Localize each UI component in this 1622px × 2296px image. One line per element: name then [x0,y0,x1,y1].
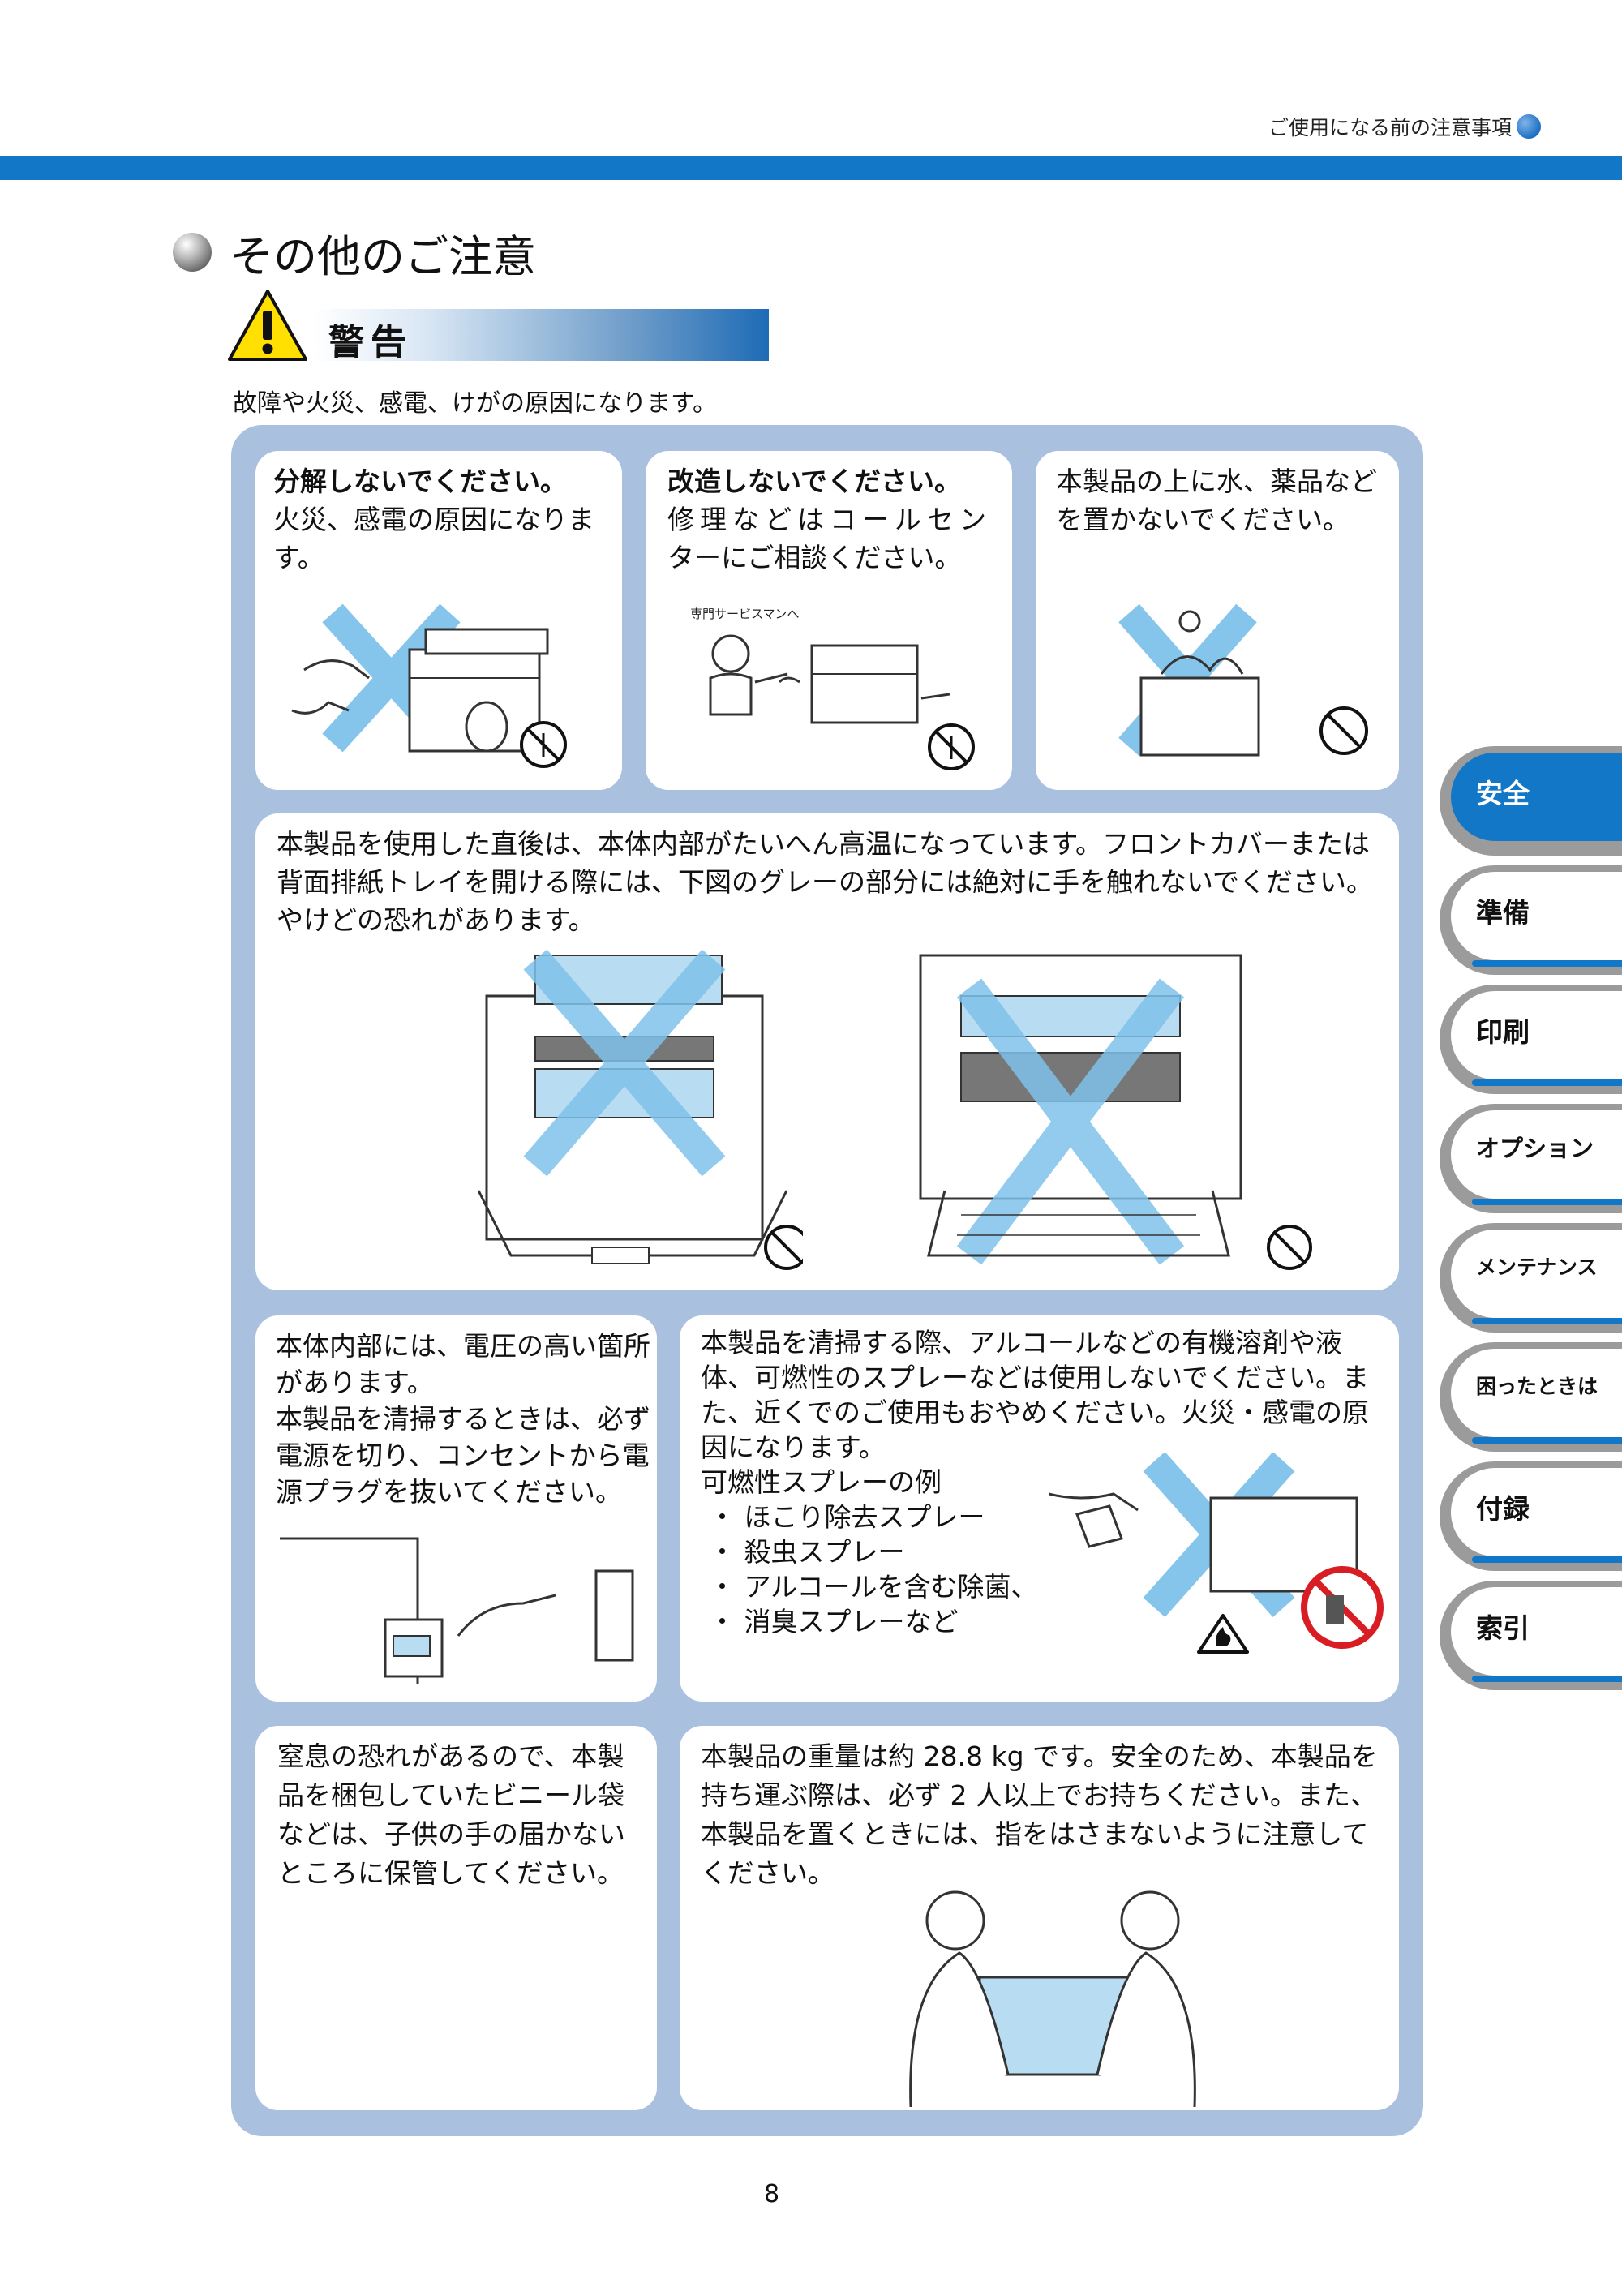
front-cover-illustration [477,949,803,1270]
spray-list-item-text: アルコールを含む除菌、 [744,1571,1038,1603]
tab-appendix[interactable]: 付録 [1440,1461,1622,1571]
card-suffocation: 窒息の恐れがあるので、本製 品を梱包していたビニール袋 などは、子供の手の届かな… [255,1726,657,2110]
header-section-label: ご使用になる前の注意事項 [1268,112,1541,141]
card-disassemble-title: 分解しないでください。 [273,466,568,497]
card-disassemble-text-1: 火災、感電の原因になりま [273,504,594,535]
section-title: その他のご注意 [230,231,536,282]
tab-label: メンテナンス [1476,1255,1598,1279]
tab-label: オプション [1476,1135,1594,1162]
card-hot-text-2: 背面排紙トレイを開ける際には、下図のグレーの部分には絶対に手を触れないでください… [277,866,1374,898]
two-person-lift-illustration [909,1890,1196,2107]
card-modify-title: 改造しないでください。 [667,466,962,497]
spray-illustration [1049,1453,1384,1654]
disassemble-illustration [291,603,567,768]
header-dot-icon [1517,114,1541,139]
tab-index[interactable]: 索引 [1440,1581,1622,1690]
card-voltage-text-4: 電源を切り、コンセントから電 [276,1440,650,1471]
tab-label: 安全 [1476,778,1530,809]
card-weight-text-1: 本製品の重量は約 28.8 kg です。安全のため、本製品を [701,1740,1378,1772]
card-hot-text-1: 本製品を使用した直後は、本体内部がたいへん高温になっています。フロントカバーまた… [277,828,1371,860]
card-modify: 改造しないでください。 修理などはコールセン ターにご相談ください。 専門サービ… [646,451,1012,790]
tab-troubleshooting[interactable]: 困ったときは [1440,1342,1622,1452]
tab-options[interactable]: オプション [1440,1104,1622,1213]
card-disassemble-text-2: す。 [273,542,324,573]
tab-label: 索引 [1476,1612,1530,1644]
card-weight-text-3: 本製品を置くときには、指をはさまないように注意して [701,1818,1369,1850]
card-suffocation-text-4: ところに保管してください。 [277,1857,624,1889]
tab-preparation[interactable]: 準備 [1440,865,1622,975]
card-voltage-text-2: があります。 [276,1367,434,1398]
card-suffocation-text-1: 窒息の恐れがあるので、本製 [277,1740,624,1772]
card-weight-text-2: 持ち運ぶ際は、必ず 2 人以上でお持ちください。また、 [701,1779,1377,1811]
warning-triangle-icon [228,290,307,361]
header-section-text: ご使用になる前の注意事項 [1268,116,1512,139]
rear-tray-illustration [919,954,1312,1270]
spray-list-item-text: 殺虫スプレー [744,1536,905,1568]
tab-printing[interactable]: 印刷 [1440,985,1622,1094]
card-disassemble: 分解しないでください。 火災、感電の原因になりま す。 [255,451,622,790]
spray-list-item-text: 消臭スプレーなど [744,1606,959,1637]
unplug-illustration [280,1537,634,1684]
water-illustration [1118,603,1368,757]
spray-list-title: 可燃性スプレーの例 [701,1466,942,1498]
card-modify-text-2: ターにご相談ください。 [667,542,962,573]
tab-label: 準備 [1476,897,1530,929]
card-voltage-text-5: 源プラグを抜いてください。 [276,1476,623,1508]
section-bullet-icon [173,233,212,272]
tab-safety[interactable]: 安全 [1440,746,1622,856]
warning-label: 警告 [328,322,413,363]
card-voltage: 本体内部には、電圧の高い箇所 があります。 本製品を清掃するときは、必ず 電源を… [255,1315,657,1702]
spray-list-item: ・ 殺虫スプレー [709,1536,905,1568]
warning-intro: 故障や火災、感電、けがの原因になります。 [233,389,717,418]
card-water-text-2: を置かないでください。 [1056,504,1350,535]
card-modify-text-1: 修理などはコールセン [667,504,992,535]
card-hot-parts: 本製品を使用した直後は、本体内部がたいへん高温になっています。フロントカバーまた… [255,813,1399,1290]
spray-list-item: ・ ほこり除去スプレー [709,1501,985,1533]
spray-list-item: ・ 消臭スプレーなど [709,1606,959,1637]
card-water: 本製品の上に水、薬品など を置かないでください。 [1036,451,1399,790]
card-spray-text-2: 体、可燃性のスプレーなどは使用しないでください。ま [701,1362,1370,1393]
spray-list-item-text: ほこり除去スプレー [744,1501,985,1533]
tab-label: 印刷 [1476,1016,1530,1048]
card-water-text-1: 本製品の上に水、薬品など [1056,466,1377,497]
card-suffocation-text-3: などは、子供の手の届かない [277,1818,625,1850]
service-caption: 専門サービスマンへ [690,607,800,621]
card-spray-text-3: た、近くでのご使用もおやめください。火災・感電の原 [701,1397,1370,1428]
tab-maintenance[interactable]: メンテナンス [1440,1223,1622,1333]
page-number: 8 [764,2180,780,2208]
card-voltage-text-3: 本製品を清掃するときは、必ず [276,1403,650,1435]
header-bar [0,156,1622,180]
tab-label: 困ったときは [1476,1375,1598,1398]
card-suffocation-text-2: 品を梱包していたビニール袋 [277,1779,625,1811]
card-hot-text-3: やけどの恐れがあります。 [277,904,595,936]
card-spray: 本製品を清掃する際、アルコールなどの有機溶剤や液 体、可燃性のスプレーなどは使用… [680,1315,1399,1702]
card-weight-text-4: ください。 [701,1857,835,1889]
card-spray-text-4: 因になります。 [701,1431,886,1463]
warning-banner [315,309,769,361]
card-spray-text-1: 本製品を清掃する際、アルコールなどの有機溶剤や液 [701,1327,1343,1358]
card-weight: 本製品の重量は約 28.8 kg です。安全のため、本製品を 持ち運ぶ際は、必ず… [680,1726,1399,2110]
tab-label: 付録 [1476,1493,1530,1525]
spray-list-item: ・ アルコールを含む除菌、 [709,1571,1038,1603]
card-voltage-text-1: 本体内部には、電圧の高い箇所 [276,1330,650,1362]
service-person-illustration [709,634,975,770]
